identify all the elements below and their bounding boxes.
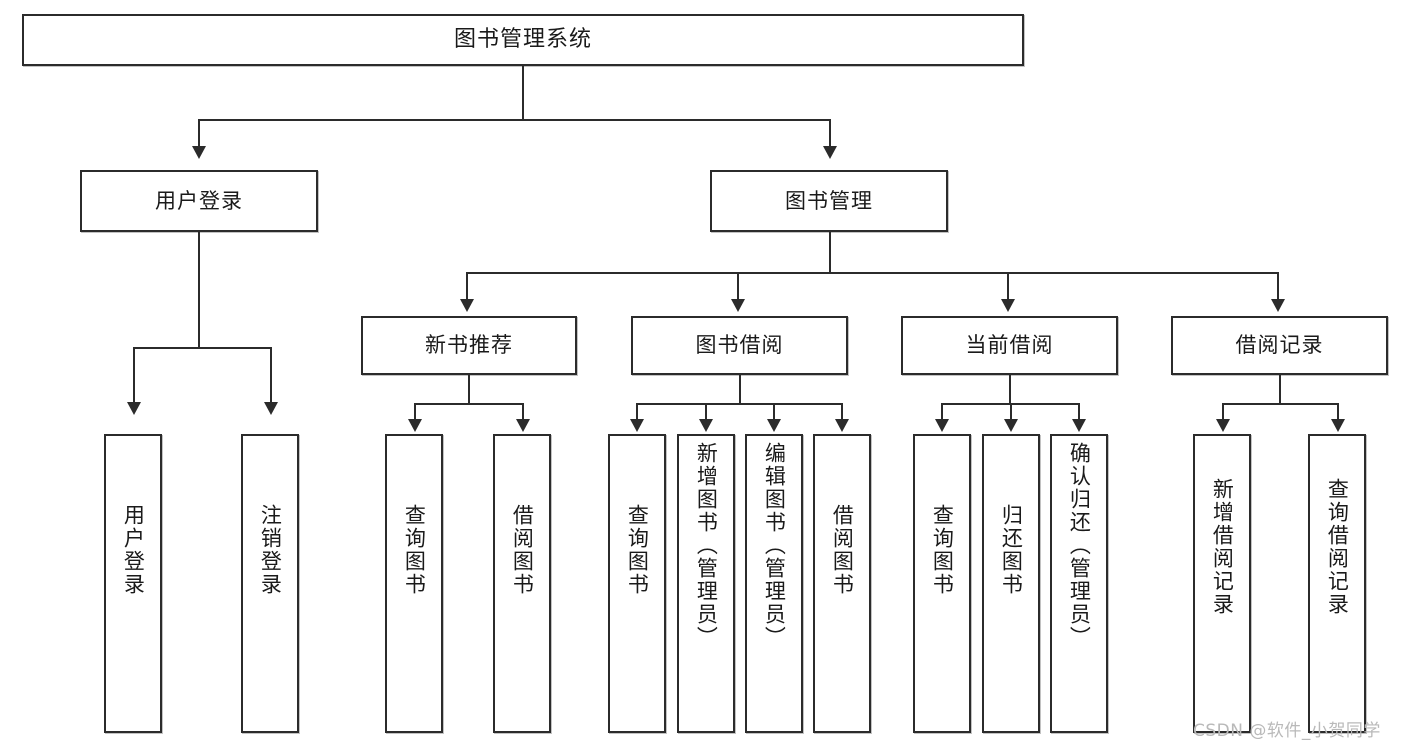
connector-to-new-book: [466, 272, 468, 301]
node-user-login[interactable]: 用户登录: [80, 170, 318, 232]
node-label: 查询图书: [625, 504, 650, 596]
connector-book-borrow-child-2: [705, 403, 707, 421]
connector-new-book-child-1: [414, 403, 416, 421]
arrowhead-new-book: [460, 299, 474, 312]
arrowhead-book-borrow-child-1: [630, 419, 644, 432]
node-label: 注销登录: [258, 504, 283, 596]
arrowhead-borrow-record: [1271, 299, 1285, 312]
node-label: 新增图书（管理员）: [694, 442, 719, 649]
arrowhead-borrow-record-child-2: [1331, 419, 1345, 432]
leaf-borrow-record-query-record[interactable]: 查询借阅记录: [1308, 434, 1366, 733]
leaf-new-book-query-book[interactable]: 查询图书: [385, 434, 443, 733]
leaf-book-borrow-add-book-admin[interactable]: 新增图书（管理员）: [677, 434, 735, 733]
connector-user-login-child-2: [270, 347, 272, 404]
node-label: 借阅图书: [510, 504, 535, 596]
connector-book-borrow-child-3: [773, 403, 775, 421]
arrowhead-current-borrow-child-3: [1072, 419, 1086, 432]
leaf-current-borrow-query-book[interactable]: 查询图书: [913, 434, 971, 733]
connector-to-book-borrow: [737, 272, 739, 301]
connector-current-borrow-child-3: [1078, 403, 1080, 421]
connector-current-borrow-bus: [941, 403, 1078, 405]
connector-current-borrow-child-2: [1010, 403, 1012, 421]
node-current-borrow[interactable]: 当前借阅: [901, 316, 1118, 375]
node-label: 图书管理系统: [453, 27, 592, 53]
connector-to-user-login: [198, 119, 200, 148]
connector-user-login-stem: [198, 232, 200, 347]
connector-new-book-child-2: [522, 403, 524, 421]
connector-current-borrow-stem: [1009, 375, 1011, 403]
arrowhead-borrow-record-child-1: [1216, 419, 1230, 432]
connector-root-stem: [522, 66, 524, 119]
arrowhead-new-book-child-2: [516, 419, 530, 432]
node-label: 当前借阅: [965, 333, 1054, 358]
connector-level2-bus: [198, 119, 831, 121]
arrowhead-current-borrow-child-1: [935, 419, 949, 432]
node-label: 借阅图书: [830, 504, 855, 596]
arrowhead-book-borrow-child-4: [835, 419, 849, 432]
node-label: 图书管理: [785, 188, 873, 213]
node-label: 用户登录: [155, 188, 243, 213]
leaf-borrow-record-add-record[interactable]: 新增借阅记录: [1193, 434, 1251, 733]
node-label: 查询借阅记录: [1325, 478, 1350, 616]
node-label: 用户登录: [121, 504, 146, 596]
leaf-new-book-borrow-book[interactable]: 借阅图书: [493, 434, 551, 733]
node-label: 归还图书: [999, 504, 1024, 596]
node-label: 查询图书: [402, 504, 427, 596]
leaf-current-borrow-confirm-return-admin[interactable]: 确认归还（管理员）: [1050, 434, 1108, 733]
connector-current-borrow-child-1: [941, 403, 943, 421]
connector-to-borrow-record: [1277, 272, 1279, 301]
connector-book-borrow-child-4: [841, 403, 843, 421]
connector-level3-bus: [466, 272, 1279, 274]
arrowhead-user-login-child-1: [127, 402, 141, 415]
arrowhead-book-borrow: [731, 299, 745, 312]
connector-user-login-child-1: [133, 347, 135, 404]
node-label: 确认归还（管理员）: [1067, 442, 1092, 649]
leaf-user-login-login[interactable]: 用户登录: [104, 434, 162, 733]
node-book-borrow[interactable]: 图书借阅: [631, 316, 848, 375]
leaf-book-borrow-borrow-book[interactable]: 借阅图书: [813, 434, 871, 733]
node-book-management[interactable]: 图书管理: [710, 170, 948, 232]
node-label: 查询图书: [930, 504, 955, 596]
connector-borrow-record-stem: [1279, 375, 1281, 403]
connector-user-login-bus: [133, 347, 272, 349]
arrowhead-current-borrow-child-2: [1004, 419, 1018, 432]
connector-book-management-stem: [829, 232, 831, 272]
node-root-book-management-system[interactable]: 图书管理系统: [22, 14, 1024, 66]
arrowhead-book-management: [823, 146, 837, 159]
arrowhead-book-borrow-child-2: [699, 419, 713, 432]
leaf-book-borrow-edit-book-admin[interactable]: 编辑图书（管理员）: [745, 434, 803, 733]
node-borrow-record[interactable]: 借阅记录: [1171, 316, 1388, 375]
node-label: 编辑图书（管理员）: [762, 442, 787, 649]
connector-book-borrow-stem: [739, 375, 741, 403]
node-label: 新书推荐: [425, 333, 513, 358]
connector-book-borrow-bus: [636, 403, 842, 405]
leaf-user-login-logout[interactable]: 注销登录: [241, 434, 299, 733]
node-label: 图书借阅: [695, 333, 784, 358]
connector-borrow-record-bus: [1222, 403, 1339, 405]
node-label: 新增借阅记录: [1210, 478, 1235, 616]
connector-new-book-stem: [468, 375, 470, 403]
connector-borrow-record-child-1: [1222, 403, 1224, 421]
connector-book-borrow-child-1: [636, 403, 638, 421]
leaf-current-borrow-return-book[interactable]: 归还图书: [982, 434, 1040, 733]
arrowhead-book-borrow-child-3: [767, 419, 781, 432]
arrowhead-user-login-child-2: [264, 402, 278, 415]
connector-new-book-bus: [414, 403, 524, 405]
connector-borrow-record-child-2: [1337, 403, 1339, 421]
arrowhead-user-login: [192, 146, 206, 159]
arrowhead-current-borrow: [1001, 299, 1015, 312]
connector-to-book-management: [829, 119, 831, 148]
arrowhead-new-book-child-1: [408, 419, 422, 432]
node-label: 借阅记录: [1235, 333, 1324, 358]
node-new-book-recommend[interactable]: 新书推荐: [361, 316, 577, 375]
leaf-book-borrow-query-book[interactable]: 查询图书: [608, 434, 666, 733]
connector-to-current-borrow: [1007, 272, 1009, 301]
